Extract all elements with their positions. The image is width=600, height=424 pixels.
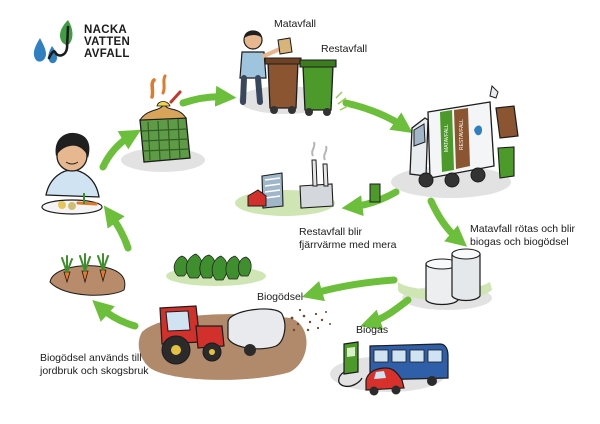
forest xyxy=(166,253,266,286)
logo-text-avfall: AVFALL xyxy=(84,48,130,60)
label-restavfall: Restavfall xyxy=(321,43,368,55)
logo-icon xyxy=(33,20,73,64)
food-waste-bin xyxy=(264,57,302,114)
truck-side-text-2: RESTAVFALL xyxy=(459,119,465,150)
arrow-tractor-to-field xyxy=(92,299,139,330)
heating-plant xyxy=(235,141,381,216)
logo-text-vatten: VATTEN xyxy=(84,36,131,48)
arrow-truck-to-tanks xyxy=(427,197,468,247)
label-biogas: Biogas xyxy=(356,324,389,336)
tractor-with-tank xyxy=(138,305,331,380)
arrow-person-to-compost xyxy=(99,129,142,171)
biogas-tanks xyxy=(398,248,492,306)
label-anvands-line2: jordbruk och skogsbruk xyxy=(40,365,149,377)
label-fjarrvarme-line2: fjärrvärme med mera xyxy=(299,239,397,251)
label-fjarrvarme-line1: Restavfall blir xyxy=(299,226,363,238)
biogas-station xyxy=(338,341,363,388)
vegetable-field xyxy=(49,253,126,296)
arrow-compost-to-bins xyxy=(179,85,237,107)
label-rotas-line2: biogas och biogödsel xyxy=(470,236,569,248)
label-biogodsel: Biogödsel xyxy=(257,291,304,303)
biogas-car xyxy=(365,367,405,396)
label-matavfall: Matavfall xyxy=(274,18,317,30)
arrow-field-to-person xyxy=(103,205,132,252)
label-rotas-line1: Matavfall rötas och blir xyxy=(470,223,576,235)
logo-text-nacka: NACKA xyxy=(84,24,128,36)
person-eating xyxy=(41,132,103,215)
person-at-bins xyxy=(239,30,293,105)
compost-bin xyxy=(139,74,191,163)
arrow-bins-to-truck xyxy=(342,99,413,133)
garbage-truck: MATAVFALL RESTAVFALL xyxy=(409,84,519,188)
arrow-tanks-to-forest xyxy=(301,276,398,302)
arrow-tanks-to-biogas xyxy=(360,296,412,330)
label-anvands-line1: Biogödsel används till xyxy=(40,352,142,364)
residual-waste-bin xyxy=(299,59,349,116)
truck-side-text-1: MATAVFALL xyxy=(444,124,450,152)
